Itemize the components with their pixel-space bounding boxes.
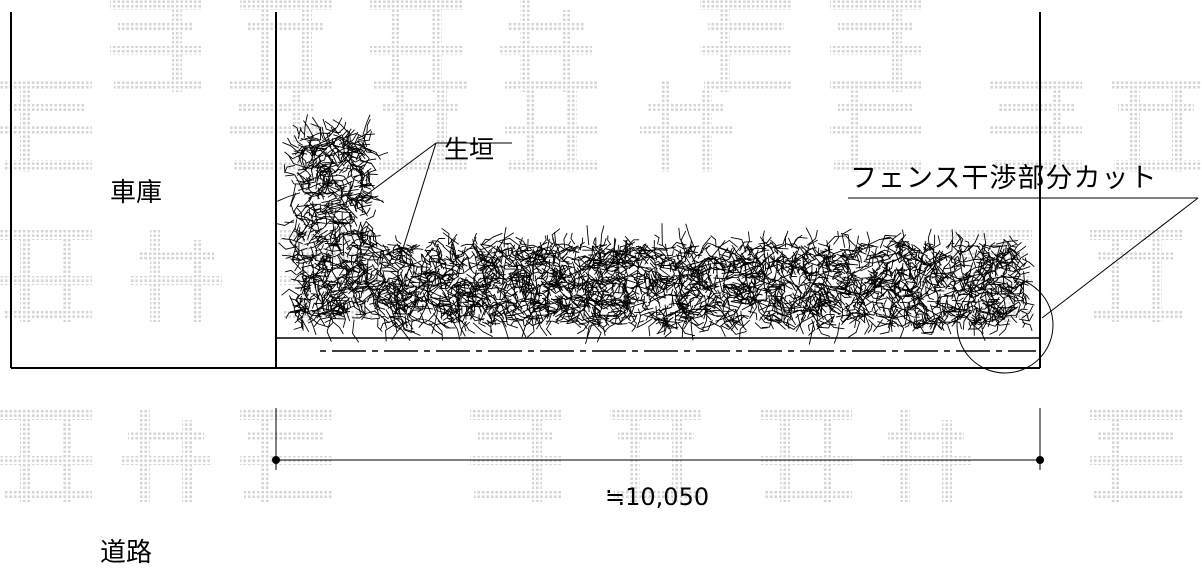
hedge-label: 生垣 [444,135,495,164]
hedge-planting [276,114,1035,345]
fence-leader [1041,197,1199,319]
hedge-leader-1 [361,142,437,199]
watermark-glyph [130,230,222,322]
watermark-glyph [1110,80,1202,172]
watermark-glyph [700,0,792,92]
watermark-glyph [370,0,462,92]
watermark-glyph [505,80,597,172]
watermark-glyph [990,80,1082,172]
hedge-leader-2 [399,142,437,259]
dimension-dot-right [1036,456,1044,464]
garage-label: 車庫 [110,178,163,208]
width-dimension-label: ≒10,050 [605,483,710,511]
road-label: 道路 [100,538,153,568]
watermark-glyph [640,80,732,172]
watermark-glyph [1090,410,1182,502]
fence-cut-circle [956,276,1054,374]
watermark-glyph [120,410,212,502]
dimension-dot-left [272,456,280,464]
watermark-glyph [240,0,332,92]
watermark-glyph [610,410,702,502]
watermark-glyph [110,0,202,92]
watermark-glyph [0,410,92,502]
watermark-glyph [830,0,922,92]
watermark-glyph [0,80,92,172]
fence-cut-label: フェンス干渉部分カット [850,163,1158,194]
watermark-glyph [1090,230,1182,322]
watermark-glyph [0,230,92,322]
watermark-glyph [500,0,592,92]
